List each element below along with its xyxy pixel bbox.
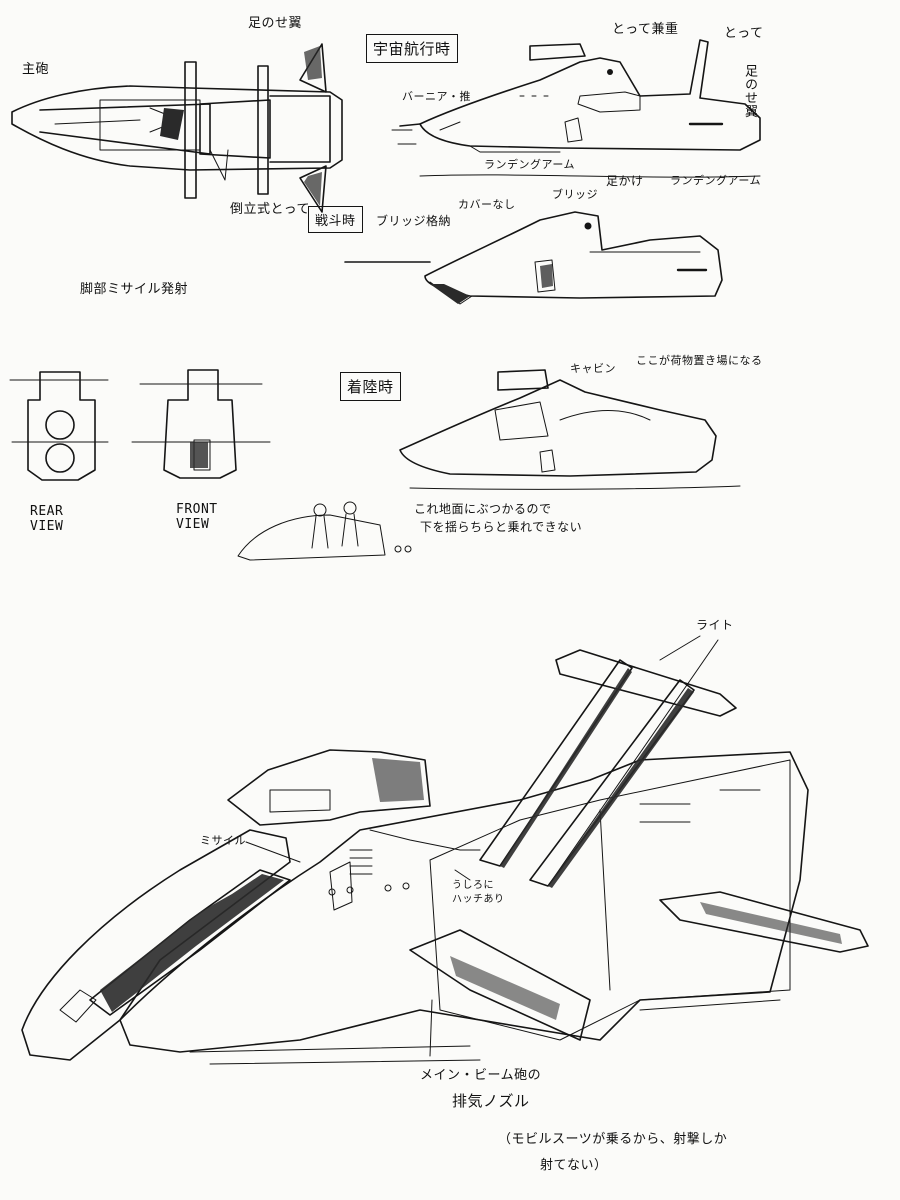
label-bridge: ブリッジ xyxy=(552,188,598,201)
landing-side-view xyxy=(399,369,741,490)
label-nozzle-note-1: メイン・ビーム砲の xyxy=(420,1068,542,1083)
label-hold-top: とって兼重 xyxy=(612,22,679,37)
label-hatch-note-2: ハッチあり xyxy=(452,894,505,905)
label-fold-handle: 倒立式とって xyxy=(230,202,310,217)
label-main-gun: 主砲 xyxy=(22,62,50,77)
label-space-flight: 宇宙航行時 xyxy=(366,34,458,63)
label-hold-right: とって xyxy=(724,26,764,41)
label-cargo-note: ここが荷物置き場になる xyxy=(636,354,763,367)
label-battle: 戦斗時 xyxy=(308,206,363,233)
label-bottom-note-1: （モビルスーツが乗るから、射撃しか xyxy=(498,1132,728,1147)
label-landing: 着陸時 xyxy=(340,372,401,401)
label-leg-rest-wing: 足のせ翼 xyxy=(742,64,757,118)
top-view-hatching xyxy=(160,46,322,206)
space-flight-side-view xyxy=(391,39,761,153)
perspective-ship xyxy=(21,639,869,1065)
rear-view-drawing xyxy=(9,371,109,481)
perspective-hatching xyxy=(100,668,842,1020)
label-cabin: キャビン xyxy=(570,362,616,375)
figures-sketch xyxy=(237,501,412,561)
label-cover: カバーなし xyxy=(458,198,516,211)
label-nozzle-note-2: 排気ノズル xyxy=(452,1092,530,1110)
label-rear-view: REAR VIEW xyxy=(30,504,64,534)
label-vernier: バーニア・推 xyxy=(402,90,471,103)
label-ground-note-2: 下を揺らちらと乗れできない xyxy=(420,520,583,534)
battle-hatching xyxy=(430,264,553,304)
label-landing-gear: ランデングアーム xyxy=(484,158,576,171)
label-bottom-note-2: 射てない） xyxy=(540,1158,608,1173)
label-folding-wings: 足のせ翼 xyxy=(248,16,303,31)
label-light: ライト xyxy=(696,618,734,632)
label-foot-rest: 足かけ xyxy=(606,174,644,188)
label-missile: ミサイル xyxy=(200,834,246,847)
top-view-ship xyxy=(11,43,343,213)
label-landing-arm: ランデングアーム xyxy=(670,174,762,187)
label-missile-note: 脚部ミサイル発射 xyxy=(80,282,189,297)
label-hatch-note-1: うしろに xyxy=(452,880,494,891)
label-bridge-stored: ブリッジ格納 xyxy=(376,214,452,228)
perspective-details xyxy=(328,789,761,896)
label-front-view: FRONT VIEW xyxy=(176,502,218,532)
label-ground-note-1: これ地面にぶつかるので xyxy=(414,502,552,516)
